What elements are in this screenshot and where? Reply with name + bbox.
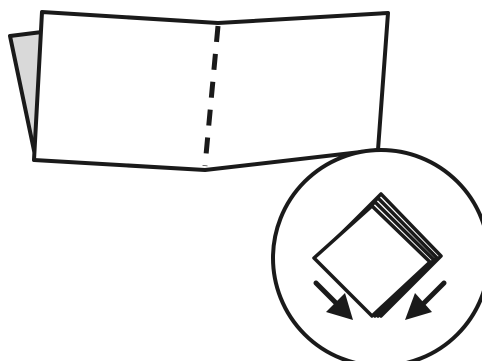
diagram-svg — [0, 0, 482, 361]
folding-instruction-diagram — [0, 0, 482, 361]
